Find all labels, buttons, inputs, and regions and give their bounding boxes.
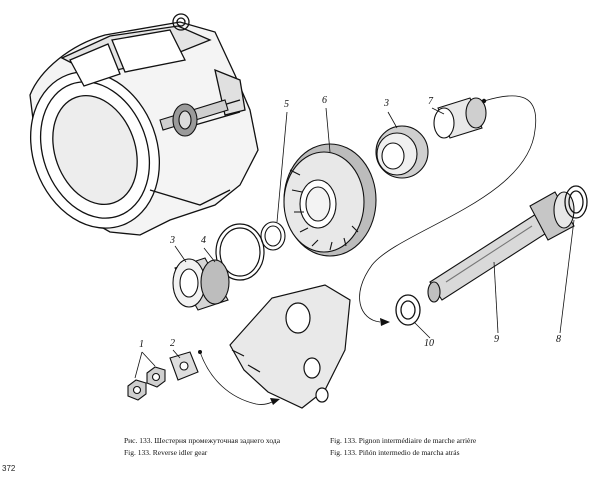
callout-10: 10: [424, 338, 434, 349]
page-number: 372: [2, 464, 16, 473]
caption-spanish: Fig. 133. Piñón intermedio de marcha atr…: [330, 448, 460, 457]
caption-russian: Рис. 133. Шестерня промежуточная заднего…: [124, 436, 281, 445]
reverse-idler-gear-6: [283, 143, 377, 257]
gearbox-housing: [29, 13, 259, 236]
callout-2: 2: [170, 338, 175, 349]
callout-4: 4: [201, 235, 206, 246]
lock-plate-2: [169, 351, 199, 381]
snap-ring: [215, 223, 265, 281]
nuts-1: [127, 366, 166, 401]
idler-shaft-9: [427, 191, 575, 303]
bushing-7: [433, 97, 487, 139]
callout-leader-lines: [134, 95, 575, 405]
caption-english: Fig. 133. Reverse idler gear: [124, 448, 208, 457]
callout-3-upper: 3: [384, 98, 389, 109]
callout-5: 5: [284, 99, 289, 110]
oil-seal-8: [564, 185, 588, 219]
callout-1: 1: [139, 339, 144, 350]
bearing-3-lower: [172, 257, 230, 311]
caption-french: Fig. 133. Pignon intermédiaire de marche…: [330, 436, 477, 445]
callout-6: 6: [322, 95, 327, 106]
mounting-bracket: [229, 284, 351, 409]
callout-9: 9: [494, 334, 499, 345]
arrowheads: [198, 98, 487, 405]
housing-internal-gear: [159, 99, 229, 137]
bearing-3-upper: [375, 125, 429, 179]
callout-7: 7: [428, 96, 433, 107]
thrust-washer-10: [395, 294, 421, 326]
spacer-ring-5: [260, 221, 286, 251]
callout-3-lower: 3: [170, 235, 175, 246]
callout-8: 8: [556, 334, 561, 345]
